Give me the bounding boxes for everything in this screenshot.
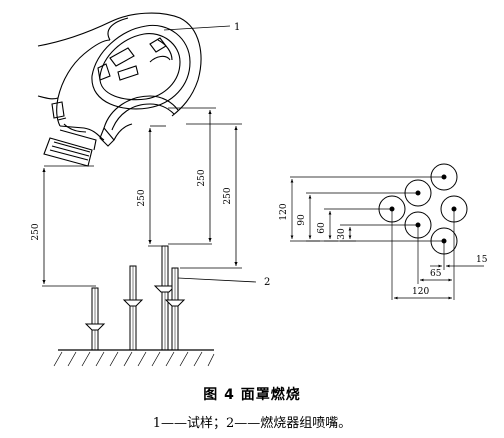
dim-label-left-250: 250 (31, 223, 41, 240)
ground-hatching (53, 351, 215, 367)
dim-label-inner-250: 250 (197, 169, 207, 186)
burner-nozzle (122, 265, 144, 351)
dim-label-60: 60 (317, 222, 327, 234)
dim-label-120-vertical: 120 (279, 203, 289, 220)
callout-label-burner-nozzles: 2 (264, 277, 270, 288)
right-dimension-labels: 120 90 60 30 15 65 120 (279, 203, 488, 297)
callout-lines (163, 25, 257, 283)
figure-title: 图 4 面罩燃烧 (203, 387, 301, 403)
left-dimensions (42, 107, 242, 287)
figure-legend: 1——试样；2——燃烧器组喷嘴。 (152, 416, 352, 431)
dim-label-15: 15 (476, 255, 488, 265)
dim-label-center-250: 250 (137, 189, 147, 206)
burner-nozzle (164, 267, 186, 351)
callout-label-specimen: 1 (234, 22, 240, 33)
right-dimensions (290, 176, 484, 300)
dim-label-65: 65 (430, 269, 442, 279)
dim-label-30: 30 (337, 228, 347, 240)
left-dimension-labels: 250 250 250 250 (31, 169, 233, 240)
head-with-mask-drawing (37, 12, 202, 167)
dim-label-90: 90 (297, 214, 307, 226)
burner-nozzle-group (53, 245, 215, 367)
burner-nozzle (84, 287, 106, 351)
dim-label-outer-250: 250 (223, 187, 233, 204)
dim-label-120-horizontal: 120 (412, 287, 429, 297)
